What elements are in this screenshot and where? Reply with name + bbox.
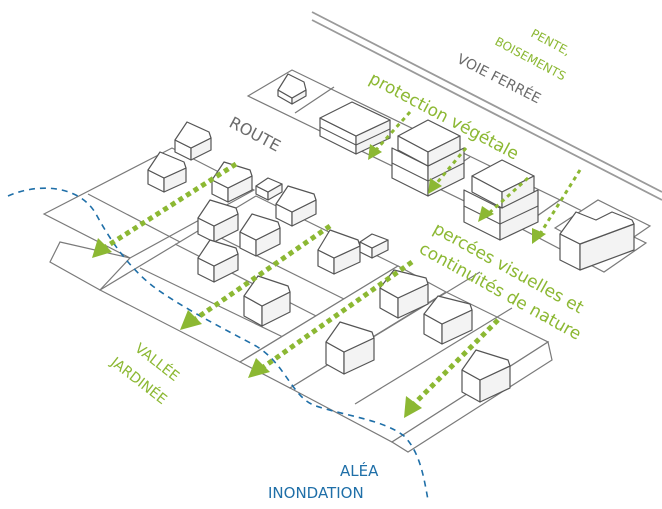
label-inondation: INONDATION xyxy=(268,484,364,502)
house-icon xyxy=(277,73,307,105)
house-icon xyxy=(325,321,375,375)
house-icon xyxy=(147,151,187,193)
house-icon xyxy=(359,233,389,259)
house-icon xyxy=(239,213,281,257)
house-icon xyxy=(174,121,212,161)
house-icon xyxy=(275,185,317,227)
railway-lines xyxy=(311,11,662,201)
house-icon xyxy=(559,211,635,271)
apartment-block-icon xyxy=(319,101,391,155)
house-icon xyxy=(211,161,253,203)
house-icon xyxy=(243,275,291,327)
house-icon xyxy=(461,349,511,403)
vegetation-protection-arrows xyxy=(368,110,582,244)
flood-boundary-line xyxy=(7,187,429,501)
view-corridor-arrows xyxy=(92,161,500,418)
house-icon xyxy=(379,269,429,319)
house-icon xyxy=(255,177,283,201)
house-icon xyxy=(197,239,239,283)
house-icon xyxy=(317,229,361,275)
house-icon xyxy=(423,295,473,345)
label-alea: ALÉA xyxy=(340,461,379,480)
label-route: ROUTE xyxy=(226,113,284,156)
house-icon xyxy=(197,199,239,243)
